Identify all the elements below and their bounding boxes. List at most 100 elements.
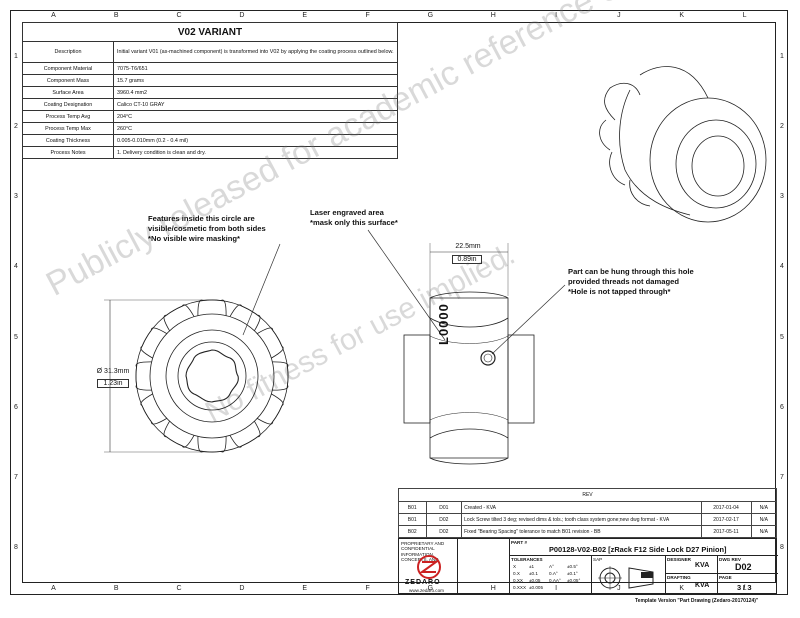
zone-row-right: 6 xyxy=(780,403,784,411)
zone-row-left: 5 xyxy=(14,333,18,341)
zone-col-bottom: K xyxy=(679,585,685,592)
dia-dim-mm: Ø 31.3mm xyxy=(96,368,130,375)
zone-col-top: H xyxy=(490,12,496,19)
tol-cell: ±0.05° xyxy=(567,578,581,583)
zone-col-top: F xyxy=(365,12,370,19)
rev-dwg: D01 xyxy=(425,501,463,514)
zone-row-right: 3 xyxy=(780,193,784,201)
zone-col-bottom: J xyxy=(617,585,621,592)
laser-leader xyxy=(367,229,446,341)
zone-col-top: J xyxy=(617,12,621,19)
rev-date: 2017-01-04 xyxy=(700,501,752,514)
width-dim-in: 0.89in xyxy=(452,255,482,264)
rev-rev: B02 xyxy=(398,525,427,538)
gear-front-view xyxy=(135,299,289,453)
tol-cell: 0.XXX xyxy=(513,585,527,590)
tol-cell: ±0.05 xyxy=(529,578,541,583)
drawing-border xyxy=(22,22,776,583)
zone-col-top: B xyxy=(113,12,119,19)
dia-dim-in: 1.23in xyxy=(97,379,129,388)
gear-tooth xyxy=(135,361,152,391)
zone-col-bottom: E xyxy=(302,585,308,592)
gear-side-view xyxy=(403,291,535,465)
designer-value: KVA xyxy=(695,562,710,569)
rev-date: 2017-05-11 xyxy=(700,525,752,538)
gear-tooth xyxy=(272,361,289,391)
rev-dwg: D02 xyxy=(425,525,463,538)
zone-row-right: 4 xyxy=(780,263,784,271)
engraving-text: L0000 xyxy=(436,303,451,345)
features-note: Features inside this circle are visible/… xyxy=(148,214,266,244)
hang-note-line-3: *Hole is not tapped through* xyxy=(568,287,671,296)
laser-note-line-2: *mask only this surface* xyxy=(310,218,398,227)
tol-cell: ±0.1 xyxy=(529,571,538,576)
zone-col-bottom: A xyxy=(51,585,56,592)
width-dim-mm: 22.5mm xyxy=(455,243,481,250)
zone-row-right: 8 xyxy=(780,543,784,551)
hang-note: Part can be hung through this hole provi… xyxy=(568,267,694,297)
zone-row-left: 6 xyxy=(14,403,18,411)
zone-col-bottom: L xyxy=(742,585,747,592)
rev-date: 2017-02-17 xyxy=(700,513,752,526)
zone-col-top: K xyxy=(679,12,685,19)
page-label: PAGE xyxy=(719,575,732,580)
hang-note-line-1: Part can be hung through this hole xyxy=(568,267,694,276)
drafting-value: KVA xyxy=(695,582,710,589)
zone-col-bottom: H xyxy=(490,585,496,592)
tol-cell: ±0.005 xyxy=(529,585,544,590)
zone-col-bottom: D xyxy=(239,585,245,592)
gear-teeth xyxy=(135,299,289,453)
page-value: 3 / 3 xyxy=(737,583,752,592)
features-note-line-2: visible/cosmetic from both sides xyxy=(148,224,266,233)
rev-rev: B01 xyxy=(398,501,427,514)
tol-cell: X xyxy=(513,564,517,569)
zone-col-top: A xyxy=(51,12,56,19)
rev-desc: Created - KVA xyxy=(461,501,702,514)
zone-row-right: 7 xyxy=(780,473,784,481)
hang-note-line-2: provided threads not damaged xyxy=(568,277,679,286)
rev-desc: Fixed "Bearing Spacing" tolerance to mat… xyxy=(461,525,702,538)
rev-rev: B01 xyxy=(398,513,427,526)
features-leader xyxy=(242,243,281,336)
rev-by: N/A xyxy=(750,525,777,538)
laser-note-line-1: Laser engraved area xyxy=(310,208,384,217)
tol-cell: A° xyxy=(549,564,554,569)
features-note-line-1: Features inside this circle are xyxy=(148,214,255,223)
zedaro-logo xyxy=(401,553,457,585)
gear-tooth xyxy=(140,393,168,425)
zone-col-top: L xyxy=(742,12,747,19)
tol-cell: 0.AA° xyxy=(549,578,561,583)
zone-row-right: 2 xyxy=(780,123,784,131)
tol-cell: 0.X xyxy=(513,571,520,576)
gear-tooth xyxy=(197,436,227,453)
gear-iso-view xyxy=(599,66,767,223)
gear-tooth xyxy=(229,420,261,448)
zone-row-right: 1 xyxy=(780,53,784,61)
zone-col-bottom: G xyxy=(427,585,434,592)
template-version: Template Version "Part Drawing (Zedaro-2… xyxy=(635,598,759,604)
rev-by: N/A xyxy=(750,501,777,514)
logo-text: ZEDARO xyxy=(405,579,441,586)
zone-row-left: 2 xyxy=(14,123,18,131)
gear-tooth xyxy=(256,393,284,425)
gear-tooth xyxy=(197,299,227,316)
rev-dwg: D02 xyxy=(425,513,463,526)
laser-note: Laser engraved area *mask only this surf… xyxy=(310,208,398,228)
part-label: PART # xyxy=(511,540,527,545)
gear-tooth xyxy=(140,327,168,359)
features-note-line-3: *No visible wire masking* xyxy=(148,234,241,243)
gear-tooth xyxy=(229,304,261,332)
tol-cell: 0.A° xyxy=(549,571,558,576)
zone-col-bottom: F xyxy=(365,585,370,592)
zone-col-top: G xyxy=(427,12,434,19)
zone-col-top: I xyxy=(555,12,558,19)
dwg-rev-label: DWG REV xyxy=(719,557,741,562)
zone-col-bottom: C xyxy=(176,585,182,592)
hang-leader xyxy=(491,284,566,355)
